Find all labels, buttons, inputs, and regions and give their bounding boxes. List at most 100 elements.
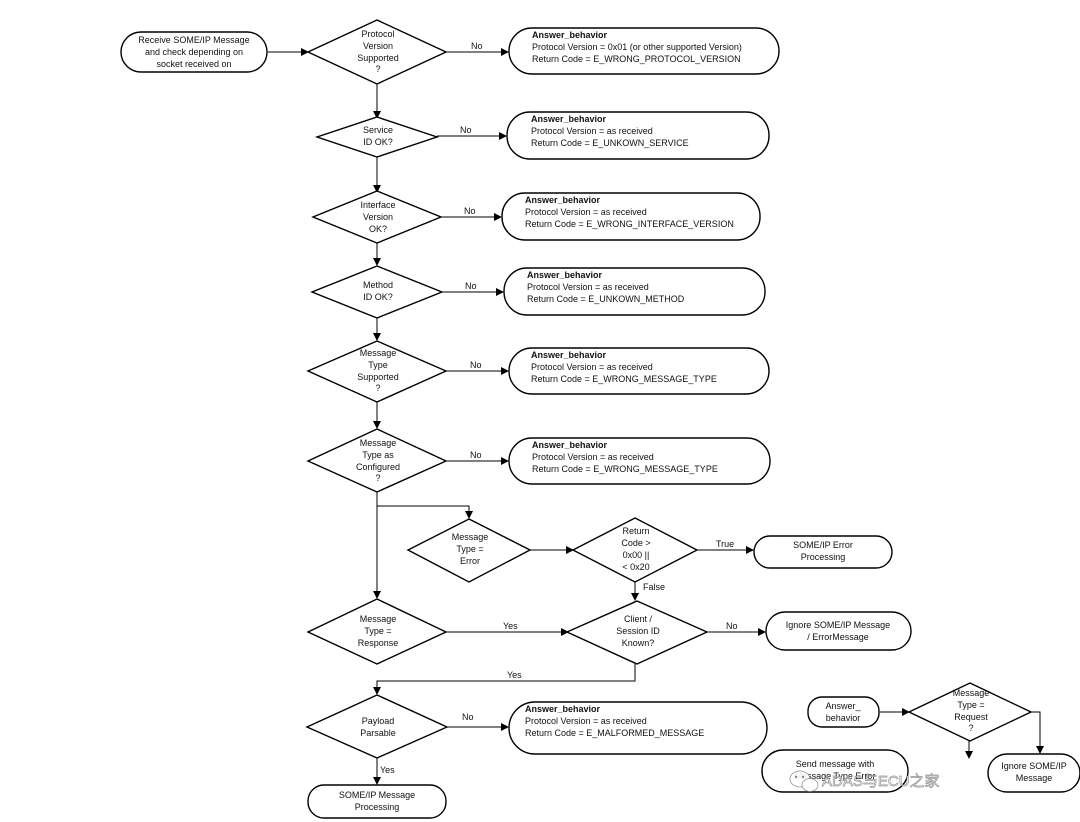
terminal-message-processing: SOME/IP Message Processing [307, 784, 447, 819]
edge-label-no: No [460, 125, 472, 135]
answer-title: Answer_behavior [525, 704, 601, 714]
decision-label: Supported [357, 53, 399, 63]
decision-label: Supported [357, 372, 399, 382]
decision-label: Return [622, 526, 649, 536]
terminal-label: behavior [826, 713, 861, 723]
answer-line: Protocol Version = as received [527, 282, 649, 292]
terminal-label: Ignore SOME/IP Message [786, 620, 890, 630]
decision-label: Type = [364, 626, 391, 636]
decision-label: ID OK? [363, 292, 393, 302]
decision-payload-parsable: Payload Parsable [305, 694, 449, 759]
decision-return-code: Return Code > 0x00 || < 0x20 [571, 517, 699, 583]
watermark: ADAS与ECU之家 [789, 770, 940, 792]
start-node: Receive SOME/IP Message and check depend… [120, 31, 268, 73]
start-line: and check depending on [145, 47, 243, 57]
terminal-label: Answer_ [825, 701, 861, 711]
decision-label: Known? [622, 638, 655, 648]
answer-line: Return Code = E_UNKOWN_METHOD [527, 294, 685, 304]
decision-label: Type = [957, 700, 984, 710]
decision-interface-version: Interface Version OK? [311, 190, 443, 244]
decision-label: Parsable [360, 728, 396, 738]
decision-message-type-response: Message Type = Response [306, 598, 448, 665]
decision-label: ? [375, 473, 380, 483]
answer-line: Protocol Version = as received [531, 126, 653, 136]
watermark-text: ADAS与ECU之家 [822, 773, 940, 790]
decision-label: Version [363, 212, 393, 222]
decision-label: Payload [362, 716, 395, 726]
decision-message-type-configured: Message Type as Configured ? [306, 428, 448, 493]
terminal-label: Processing [801, 552, 846, 562]
decision-method-id: Method ID OK? [310, 265, 444, 319]
answer-title: Answer_behavior [532, 30, 608, 40]
terminal-label: Send message with [796, 759, 875, 769]
decision-label: Message [452, 532, 489, 542]
decision-label: Response [358, 638, 399, 648]
terminal-label: SOME/IP Message [339, 790, 415, 800]
decision-label: Type [368, 360, 388, 370]
edge-label-yes: Yes [380, 765, 395, 775]
edge-label-no: No [471, 41, 483, 51]
answer-line: Protocol Version = as received [531, 362, 653, 372]
answer-message-type-configured: Answer_behavior Protocol Version = as re… [508, 437, 771, 485]
decision-label: < 0x20 [622, 562, 649, 572]
terminal-answer-behavior: Answer_ behavior [807, 696, 880, 728]
decision-label: Message [360, 348, 397, 358]
edge-label-no: No [470, 360, 482, 370]
answer-title: Answer_behavior [531, 114, 607, 124]
answer-title: Answer_behavior [531, 350, 607, 360]
answer-line: Return Code = E_WRONG_MESSAGE_TYPE [531, 374, 717, 384]
decision-label: OK? [369, 224, 387, 234]
answer-line: Protocol Version = 0x01 (or other suppor… [532, 42, 742, 52]
answer-protocol-version: Answer_behavior Protocol Version = 0x01 … [508, 27, 780, 75]
decision-message-type-supported: Message Type Supported ? [306, 340, 448, 403]
edge-label-no: No [726, 621, 738, 631]
answer-line: Return Code = E_WRONG_MESSAGE_TYPE [532, 464, 718, 474]
edge-label-true: True [716, 539, 734, 549]
answer-payload-parsable: Answer_behavior Protocol Version = as re… [508, 701, 768, 755]
answer-service-id: Answer_behavior Protocol Version = as re… [506, 111, 770, 160]
terminal-ignore-message: Ignore SOME/IP Message [987, 753, 1080, 793]
terminal-label: Ignore SOME/IP [1001, 761, 1067, 771]
decision-label: ? [375, 64, 380, 74]
answer-line: Protocol Version = as received [525, 207, 647, 217]
answer-line: Return Code = E_WRONG_INTERFACE_VERSION [525, 219, 734, 229]
terminal-label: / ErrorMessage [807, 632, 869, 642]
edge-label-no: No [462, 712, 474, 722]
edge-label-no: No [465, 281, 477, 291]
start-line: socket received on [156, 59, 231, 69]
terminal-label: Processing [355, 802, 400, 812]
decision-label: Type = [456, 544, 483, 554]
decision-client-session: Client / Session ID Known? [565, 600, 709, 665]
answer-line: Protocol Version = as received [532, 452, 654, 462]
answer-line: Return Code = E_WRONG_PROTOCOL_VERSION [532, 54, 741, 64]
decision-protocol-version: Protocol Version Supported ? [306, 19, 448, 85]
terminal-error-processing: SOME/IP Error Processing [753, 535, 893, 569]
decision-label: Message [360, 438, 397, 448]
terminal-label: Message [1016, 773, 1053, 783]
decision-label: ? [968, 723, 973, 733]
edge-label-yes: Yes [507, 670, 522, 680]
decision-label: Interface [360, 200, 395, 210]
decision-label: Protocol [361, 29, 394, 39]
decision-label: Message [360, 614, 397, 624]
decision-label: Client / [624, 614, 653, 624]
answer-interface-version: Answer_behavior Protocol Version = as re… [501, 192, 761, 241]
decision-label: 0x00 || [623, 550, 650, 560]
answer-title: Answer_behavior [532, 440, 608, 450]
decision-label: Error [460, 556, 480, 566]
answer-line: Protocol Version = as received [525, 716, 647, 726]
wechat-icon [789, 770, 819, 792]
answer-title: Answer_behavior [527, 270, 603, 280]
decision-label: Type as [362, 450, 394, 460]
terminal-ignore-error: Ignore SOME/IP Message / ErrorMessage [765, 611, 912, 651]
decision-label: Service [363, 125, 393, 135]
edge-label-yes: Yes [503, 621, 518, 631]
decision-label: Configured [356, 462, 400, 472]
answer-line: Return Code = E_UNKOWN_SERVICE [531, 138, 689, 148]
edge-label-false: False [643, 582, 665, 592]
start-line: Receive SOME/IP Message [138, 35, 249, 45]
decision-label: Code > [621, 538, 650, 548]
decision-message-type-error: Message Type = Error [406, 518, 532, 583]
terminal-label: SOME/IP Error [793, 540, 853, 550]
